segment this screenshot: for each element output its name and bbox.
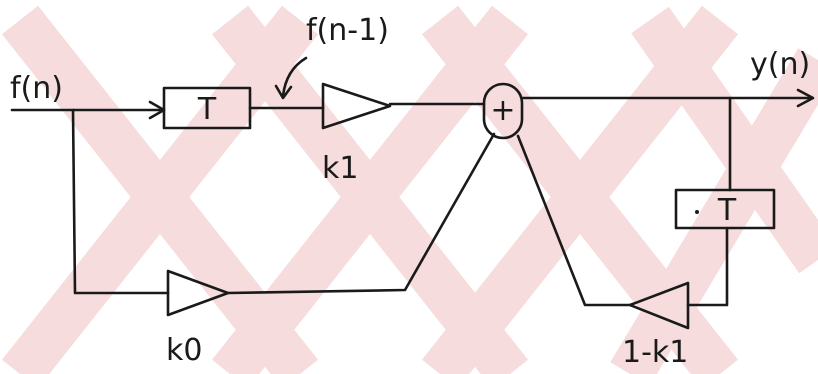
- amplifier-k0-icon: [166, 269, 230, 317]
- delay-block-feedback: [674, 188, 776, 230]
- output-arrow-icon: [796, 88, 815, 108]
- gain-k1-label: k1: [322, 151, 358, 186]
- delayed-input-label: f(n-1): [306, 13, 389, 48]
- output-label: y(n): [750, 47, 810, 82]
- gain-feedback-label: 1-k1: [622, 335, 688, 370]
- feedback-down-line: [686, 226, 729, 307]
- delay-feedback-dot: [695, 210, 699, 214]
- branch-down-line: [71, 108, 170, 295]
- annotation-arrow-icon: [281, 56, 308, 98]
- amplifier-k1-icon: [321, 82, 392, 130]
- delay-forward-label: T: [197, 92, 217, 127]
- adder-symbol: +: [490, 93, 515, 128]
- watermark-chevron-7: [631, 6, 818, 274]
- feedback-to-adder-line: [516, 134, 632, 307]
- delay-feedback-label: T: [717, 193, 737, 228]
- k0-to-adder-line: [226, 132, 496, 295]
- diagram-ink: T + T f(n) f(n-1) y(n) k1 k0 1-k1: [10, 13, 815, 370]
- watermark-chevron-8: [610, 48, 818, 374]
- amplifier-feedback-icon: [628, 281, 690, 330]
- input-label: f(n): [10, 71, 63, 106]
- background-watermark: [1, 5, 818, 374]
- annotation-arrowhead-icon: [274, 84, 293, 100]
- adder-block: [482, 82, 524, 140]
- gain-k0-label: k0: [166, 333, 202, 368]
